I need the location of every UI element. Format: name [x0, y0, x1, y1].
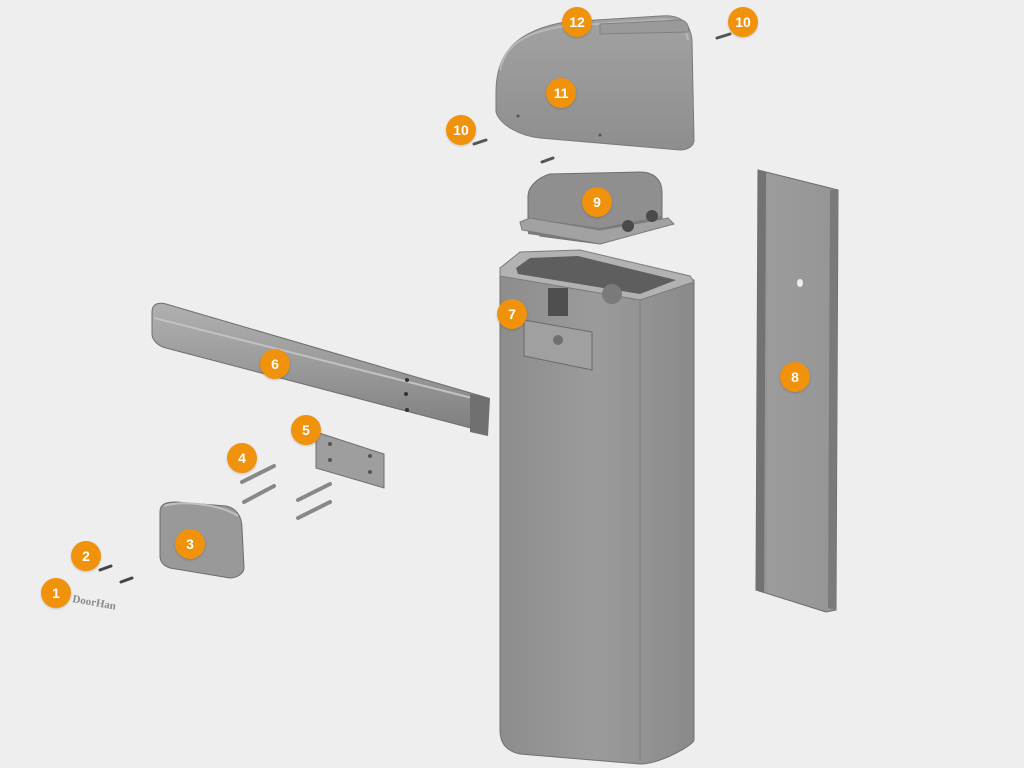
callout-10-right: 10	[728, 7, 758, 37]
mounting-plate	[315, 431, 385, 489]
boom-arm	[151, 302, 490, 436]
callout-9: 9	[582, 187, 612, 217]
callout-1: 1	[41, 578, 71, 608]
screws	[98, 564, 134, 584]
cabinet-body	[499, 249, 695, 765]
cover-screws	[472, 32, 732, 164]
logo-sticker: DoorHan	[71, 593, 116, 612]
callout-6: 6	[260, 349, 290, 379]
cover-lid	[599, 19, 689, 35]
callout-3: 3	[175, 529, 205, 559]
callout-11: 11	[546, 78, 576, 108]
callout-5: 5	[291, 415, 321, 445]
callout-4: 4	[227, 443, 257, 473]
callout-10-left: 10	[446, 115, 476, 145]
top-cover	[495, 15, 695, 151]
logo-text: DoorHan	[71, 593, 116, 612]
callout-2: 2	[71, 541, 101, 571]
long-bolts	[240, 464, 332, 520]
callout-7: 7	[497, 299, 527, 329]
callout-12: 12	[562, 7, 592, 37]
callout-8: 8	[780, 362, 810, 392]
